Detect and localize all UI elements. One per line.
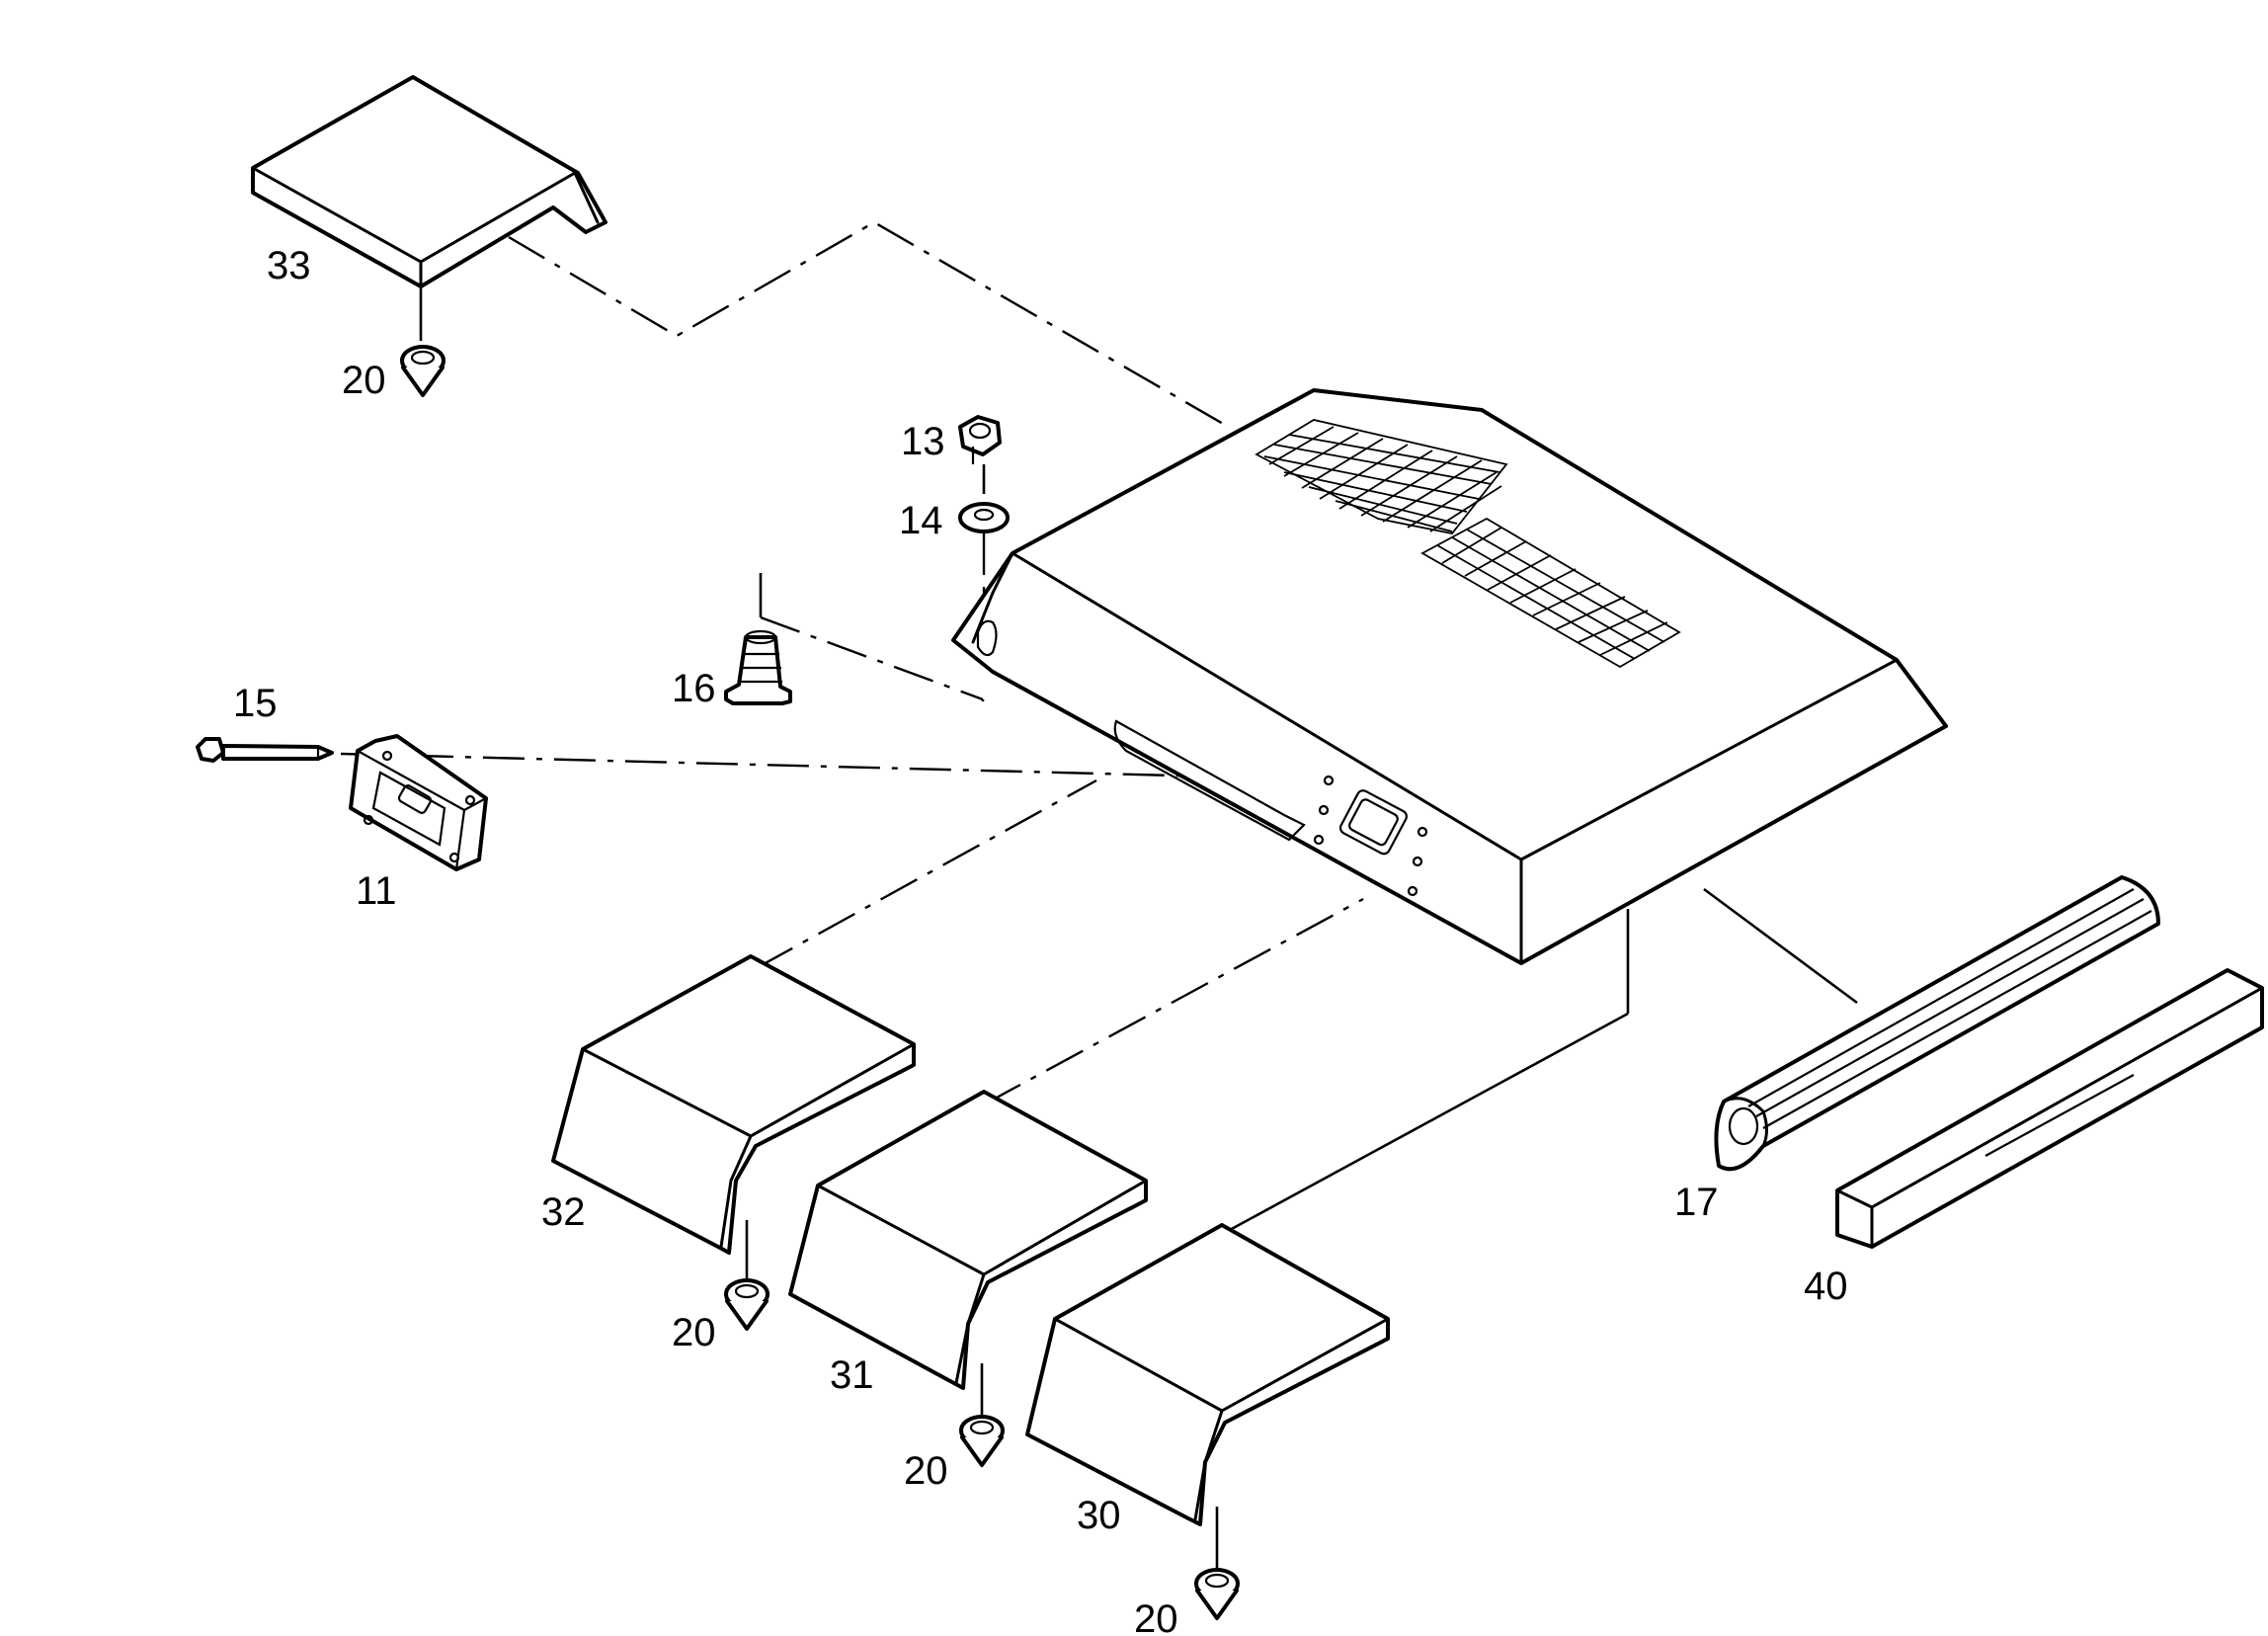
part-30-end-cover bbox=[1025, 1223, 1390, 1526]
part-14-washer bbox=[958, 502, 1010, 533]
callout-14: 14 bbox=[899, 499, 943, 542]
callout-33: 33 bbox=[267, 244, 311, 287]
callout-20: 20 bbox=[1134, 1597, 1178, 1636]
callout-32: 32 bbox=[541, 1190, 586, 1234]
part-13-hex-nut bbox=[958, 415, 1002, 464]
callout-16: 16 bbox=[672, 667, 716, 710]
part-20-rivet-3 bbox=[959, 1415, 1005, 1467]
callout-20: 20 bbox=[342, 359, 386, 402]
callout-17: 17 bbox=[1674, 1181, 1719, 1224]
part-40-foam-strip bbox=[1835, 968, 2264, 1249]
vent-grille-1 bbox=[1255, 419, 1508, 534]
part-15-screw bbox=[196, 737, 334, 763]
part-20-rivet-1 bbox=[400, 345, 446, 397]
part-17-seal-strip bbox=[1714, 875, 2160, 1172]
callout-31: 31 bbox=[830, 1353, 874, 1397]
part-32-end-cover bbox=[551, 954, 916, 1255]
callout-20: 20 bbox=[904, 1449, 948, 1493]
callout-40: 40 bbox=[1804, 1265, 1848, 1308]
callout-15: 15 bbox=[233, 682, 278, 725]
vent-grille-2 bbox=[1420, 517, 1681, 669]
callout-30: 30 bbox=[1077, 1494, 1121, 1537]
callout-11: 11 bbox=[356, 869, 397, 913]
part-31-end-cover bbox=[788, 1090, 1148, 1390]
callout-labels: 33 20 13 14 16 15 11 32 20 31 20 30 20 1… bbox=[233, 244, 1848, 1636]
part-20-rivet-4 bbox=[1194, 1568, 1240, 1620]
callout-20: 20 bbox=[672, 1311, 716, 1354]
part-20-rivet-2 bbox=[724, 1278, 770, 1331]
main-housing bbox=[951, 388, 1948, 965]
part-33-cover-plate bbox=[251, 75, 608, 288]
part-16-grommet bbox=[724, 629, 792, 705]
part-11-latch-plate bbox=[349, 734, 488, 871]
callout-13: 13 bbox=[901, 420, 945, 463]
